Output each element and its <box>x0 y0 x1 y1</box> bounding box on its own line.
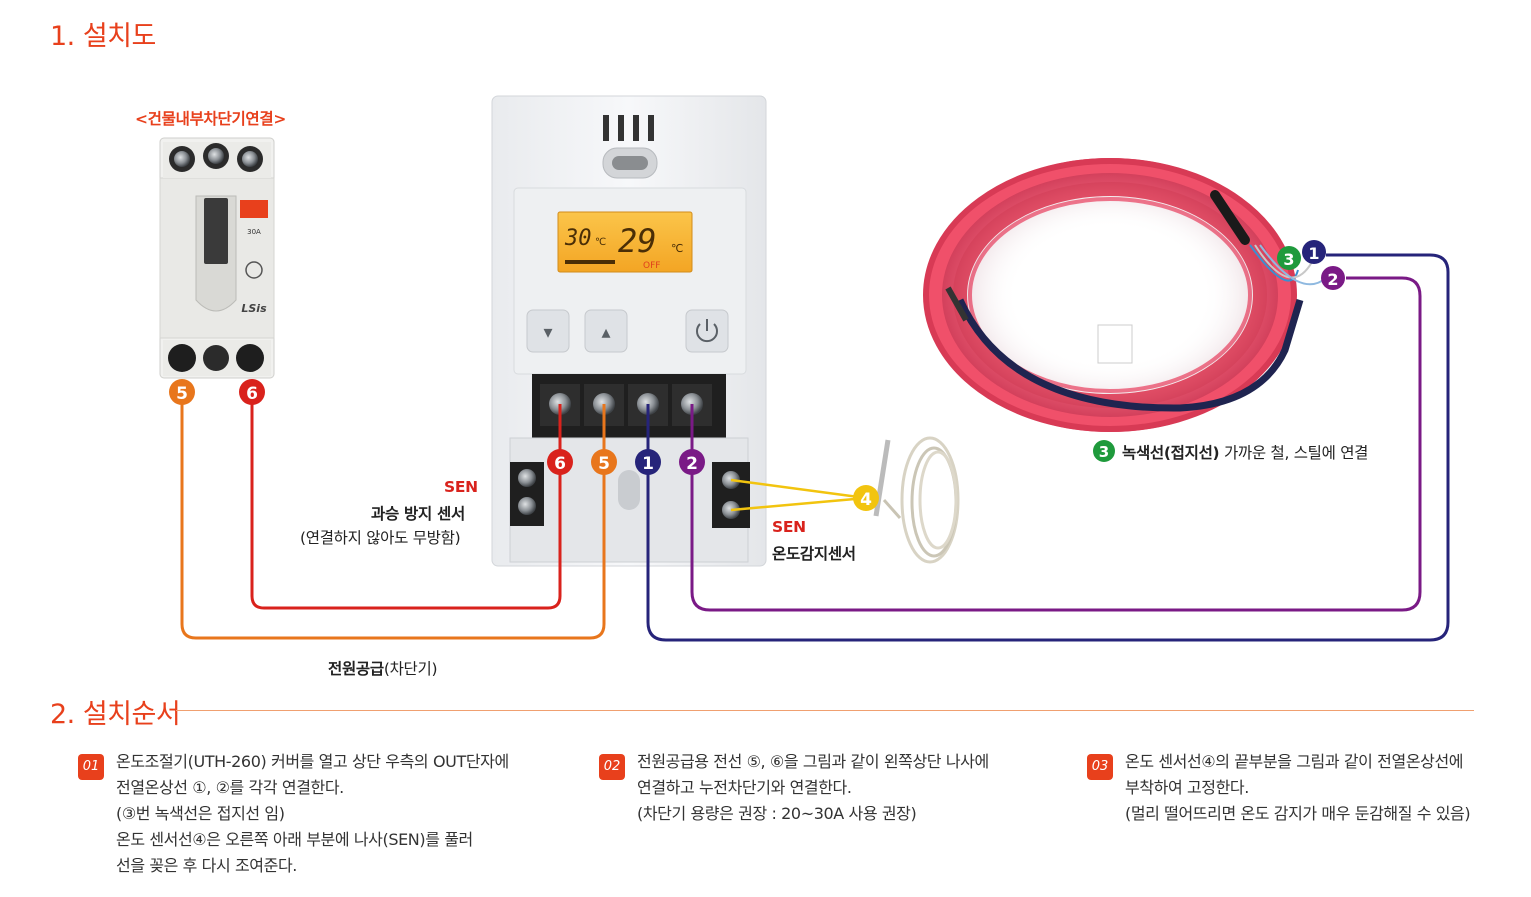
step-03-badge: 03 <box>1087 754 1113 780</box>
power-supply-note: (차단기) <box>383 660 438 678</box>
ground-wire-label: 녹색선(접지선) 가까운 철, 스틸에 연결 <box>1122 441 1368 463</box>
marker-6: 6 <box>239 379 265 405</box>
step-02-line-3: (차단기 용량은 권장 : 20~30A 사용 권장) <box>637 804 917 823</box>
power-supply-label: 전원공급(차단기) <box>328 657 438 679</box>
step-03-line-3: (멀리 떨어뜨리면 온도 감지가 매우 둔감해질 수 있음) <box>1125 804 1471 823</box>
lcd-status: OFF <box>643 261 660 271</box>
svg-text:1: 1 <box>1308 244 1319 263</box>
sen-left-title: SEN <box>444 478 478 496</box>
step-02-line-2: 연결하고 누전차단기와 연결한다. <box>637 778 852 797</box>
lcd-set-unit: ℃ <box>595 237 606 248</box>
sen-right-title: SEN <box>772 518 806 536</box>
svg-text:5: 5 <box>598 454 610 474</box>
svg-text:2: 2 <box>686 454 698 474</box>
step-01-line-4: 온도 센서선④은 오른쪽 아래 부분에 나사(SEN)를 풀러 <box>116 830 473 849</box>
section-2-divider <box>176 710 1474 711</box>
breaker-cert-icon <box>245 261 263 279</box>
marker-3-legend: 3 <box>1093 440 1115 462</box>
cable-entry-slot <box>618 470 640 510</box>
marker-2-terminal: 2 <box>679 449 705 475</box>
sen-left-note: (연결하지 않아도 무방함) <box>300 529 461 547</box>
step-01-text: 온도조절기(UTH-260) 커버를 열고 상단 우측의 OUT단자에 전열온상… <box>116 749 509 879</box>
marker-5: 5 <box>169 379 195 405</box>
marker-3-cable: 3 <box>1277 246 1301 270</box>
svg-text:6: 6 <box>554 454 566 474</box>
svg-text:1: 1 <box>642 454 654 474</box>
breaker-brand: LSis <box>241 302 267 315</box>
breaker-bottom-terminals <box>163 340 271 376</box>
cable-label-tag <box>1097 324 1133 364</box>
temperature-sensor-cable <box>873 436 960 564</box>
svg-text:4: 4 <box>860 490 872 510</box>
step-03-line-1: 온도 센서선④의 끝부분을 그림과 같이 전열온상선에 <box>1125 752 1464 771</box>
svg-text:3: 3 <box>1099 443 1109 461</box>
left-sen-terminal <box>510 462 544 526</box>
heating-cable-coil <box>923 158 1327 432</box>
thermostat-lcd <box>557 211 693 273</box>
wire-1-navy <box>646 253 1450 642</box>
lcd-bar-indicator <box>565 260 615 264</box>
right-sen-terminal <box>712 462 750 528</box>
step-02-text: 전원공급용 전선 ⑤, ⑥을 그림과 같이 왼쪽상단 나사에 연결하고 누전차단… <box>637 749 989 827</box>
breaker-toggle-lever <box>195 195 237 312</box>
marker-6-terminal: 6 <box>547 449 573 475</box>
power-supply-bold: 전원공급 <box>328 660 384 678</box>
thermostat-unit: 30 ℃ 29 ℃ OFF ▾ ▴ <box>491 95 767 567</box>
step-01-line-3: (③번 녹색선은 접지선 임) <box>116 804 285 823</box>
up-arrow-icon: ▴ <box>601 322 610 343</box>
step-01-line-1: 온도조절기(UTH-260) 커버를 열고 상단 우측의 OUT단자에 <box>116 752 509 771</box>
marker-2-cable: 2 <box>1321 266 1345 290</box>
section-1-title: 1. 설치도 <box>50 21 156 52</box>
terminal-block <box>532 374 726 438</box>
breaker-caption: <건물내부차단기연결> <box>135 110 287 128</box>
breaker-rating: 30A <box>247 228 261 236</box>
section-2-title: 2. 설치순서 <box>50 699 181 730</box>
circuit-breaker: 30A LSis <box>159 137 275 379</box>
breaker-top-terminals <box>163 142 271 178</box>
step-01-line-2: 전열온상선 ①, ②를 각각 연결한다. <box>116 778 344 797</box>
down-arrow-icon: ▾ <box>543 322 552 343</box>
marker-1-cable: 1 <box>1302 240 1326 264</box>
step-01-badge: 01 <box>78 754 104 780</box>
wire-5-orange <box>180 390 606 640</box>
thermostat-vents <box>603 115 654 141</box>
step-02-line-1: 전원공급용 전선 ⑤, ⑥을 그림과 같이 왼쪽상단 나사에 <box>637 752 989 771</box>
svg-text:3: 3 <box>1283 250 1294 269</box>
wire-4-yellow-top <box>730 478 867 500</box>
lcd-current-unit: ℃ <box>671 242 683 255</box>
step-02-badge: 02 <box>599 754 625 780</box>
ground-wire-bold: 녹색선(접지선) <box>1122 444 1220 462</box>
step-03-text: 온도 센서선④의 끝부분을 그림과 같이 전열온상선에 부착하여 고정한다. (… <box>1125 749 1471 827</box>
wire-4-yellow-bottom <box>730 496 867 512</box>
ground-wire-note: 가까운 철, 스틸에 연결 <box>1219 444 1369 462</box>
lcd-set-temp: 30 <box>564 226 592 251</box>
marker-1-terminal: 1 <box>635 449 661 475</box>
marker-4-sensor: 4 <box>853 485 879 511</box>
wire-2-purple <box>690 276 1422 612</box>
sen-left-name: 과승 방지 센서 <box>371 505 465 523</box>
thermostat-up-button[interactable]: ▴ <box>584 309 628 353</box>
wire-6-red <box>250 390 562 610</box>
step-01-line-5: 선을 꽂은 후 다시 조여준다. <box>116 856 297 875</box>
svg-text:5: 5 <box>176 384 188 404</box>
sen-right-name: 온도감지센서 <box>772 545 856 563</box>
thermostat-power-button[interactable] <box>685 309 729 353</box>
power-icon <box>696 319 718 343</box>
marker-5-terminal: 5 <box>591 449 617 475</box>
svg-text:2: 2 <box>1327 270 1338 289</box>
thermostat-down-button[interactable]: ▾ <box>526 309 570 353</box>
svg-text:6: 6 <box>246 384 258 404</box>
step-03-line-2: 부착하여 고정한다. <box>1125 778 1249 797</box>
breaker-label-badge <box>240 200 268 218</box>
lcd-current-temp: 29 <box>618 222 657 260</box>
installation-diagram: 30A LSis 30 ℃ 29 ℃ OFF <box>159 95 1450 642</box>
